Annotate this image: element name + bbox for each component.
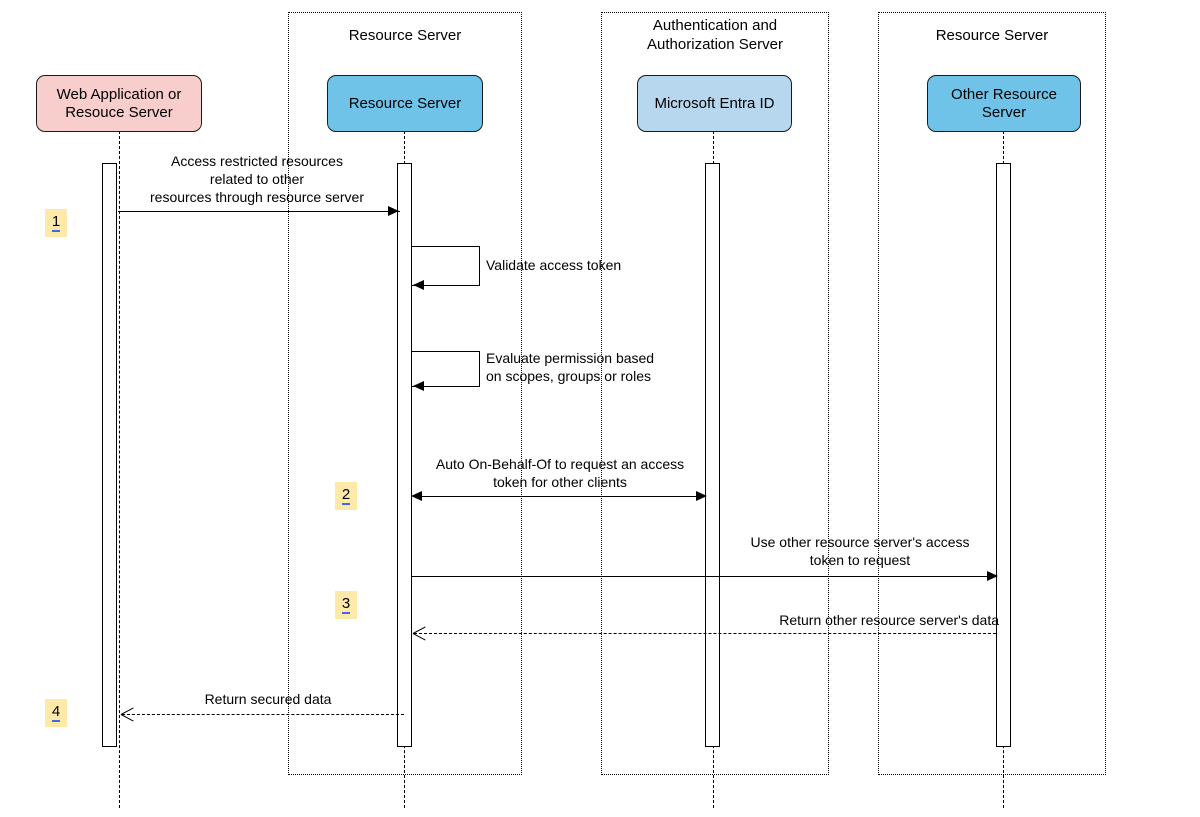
message-line-2 <box>420 496 698 497</box>
selfloop-arrowhead-validate-access-token <box>413 280 424 290</box>
group-title-other-resource-server: Resource Server <box>935 27 1049 44</box>
selfloop-arrowhead-evaluate-permission <box>413 381 424 391</box>
step-badge-3-number: 3 <box>341 595 351 614</box>
group-title-resource-server: Resource Server <box>348 27 462 44</box>
message-arrowhead-1 <box>388 206 399 216</box>
activation-other-resource-server <box>996 163 1011 747</box>
message-line-1 <box>118 211 400 212</box>
group-title-auth-server: Authentication and Authorization Server <box>647 17 783 53</box>
message-arrowhead-3-return <box>413 627 426 640</box>
message-arrowhead-3-request <box>987 571 998 581</box>
activation-resource-server <box>397 163 412 747</box>
message-line-3-return <box>414 633 996 634</box>
message-arrowhead-2-left <box>411 491 422 501</box>
message-line-4 <box>122 714 404 715</box>
lifeline-web-application <box>119 131 120 808</box>
step-badge-1: 1 <box>45 209 67 237</box>
selfloop-validate-access-token <box>411 246 480 286</box>
activation-web-application <box>102 163 117 747</box>
step-badge-2: 2 <box>335 482 357 510</box>
message-label-3-request: Use other resource server's access token… <box>750 534 970 568</box>
message-label-evaluate-permission: Evaluate permission based on scopes, gro… <box>486 350 655 384</box>
step-badge-4-number: 4 <box>51 703 61 722</box>
participant-web-application[interactable]: Web Application or Resouce Server <box>36 75 202 132</box>
message-line-3-request <box>412 576 990 577</box>
message-arrowhead-2-right <box>696 491 707 501</box>
group-box-resource-server <box>288 12 522 775</box>
participant-other-resource-server[interactable]: Other Resource Server <box>927 75 1081 132</box>
message-label-4: Return secured data <box>204 691 332 707</box>
message-label-1: Access restricted resources related to o… <box>150 153 364 205</box>
participant-resource-server[interactable]: Resource Server <box>327 75 483 132</box>
participant-microsoft-entra-id[interactable]: Microsoft Entra ID <box>637 75 792 132</box>
step-badge-2-number: 2 <box>341 486 351 505</box>
step-badge-1-number: 1 <box>51 213 61 232</box>
message-label-3-return: Return other resource server's data <box>779 612 999 628</box>
selfloop-evaluate-permission <box>411 351 480 387</box>
group-box-other-resource-server <box>878 12 1106 775</box>
message-label-validate-access-token: Validate access token <box>486 257 622 273</box>
group-box-auth-server <box>601 12 829 775</box>
message-arrowhead-4 <box>121 708 134 721</box>
activation-microsoft-entra-id <box>705 163 720 747</box>
message-label-2: Auto On-Behalf-Of to request an access t… <box>435 456 685 490</box>
step-badge-4: 4 <box>45 699 67 727</box>
step-badge-3: 3 <box>335 591 357 619</box>
